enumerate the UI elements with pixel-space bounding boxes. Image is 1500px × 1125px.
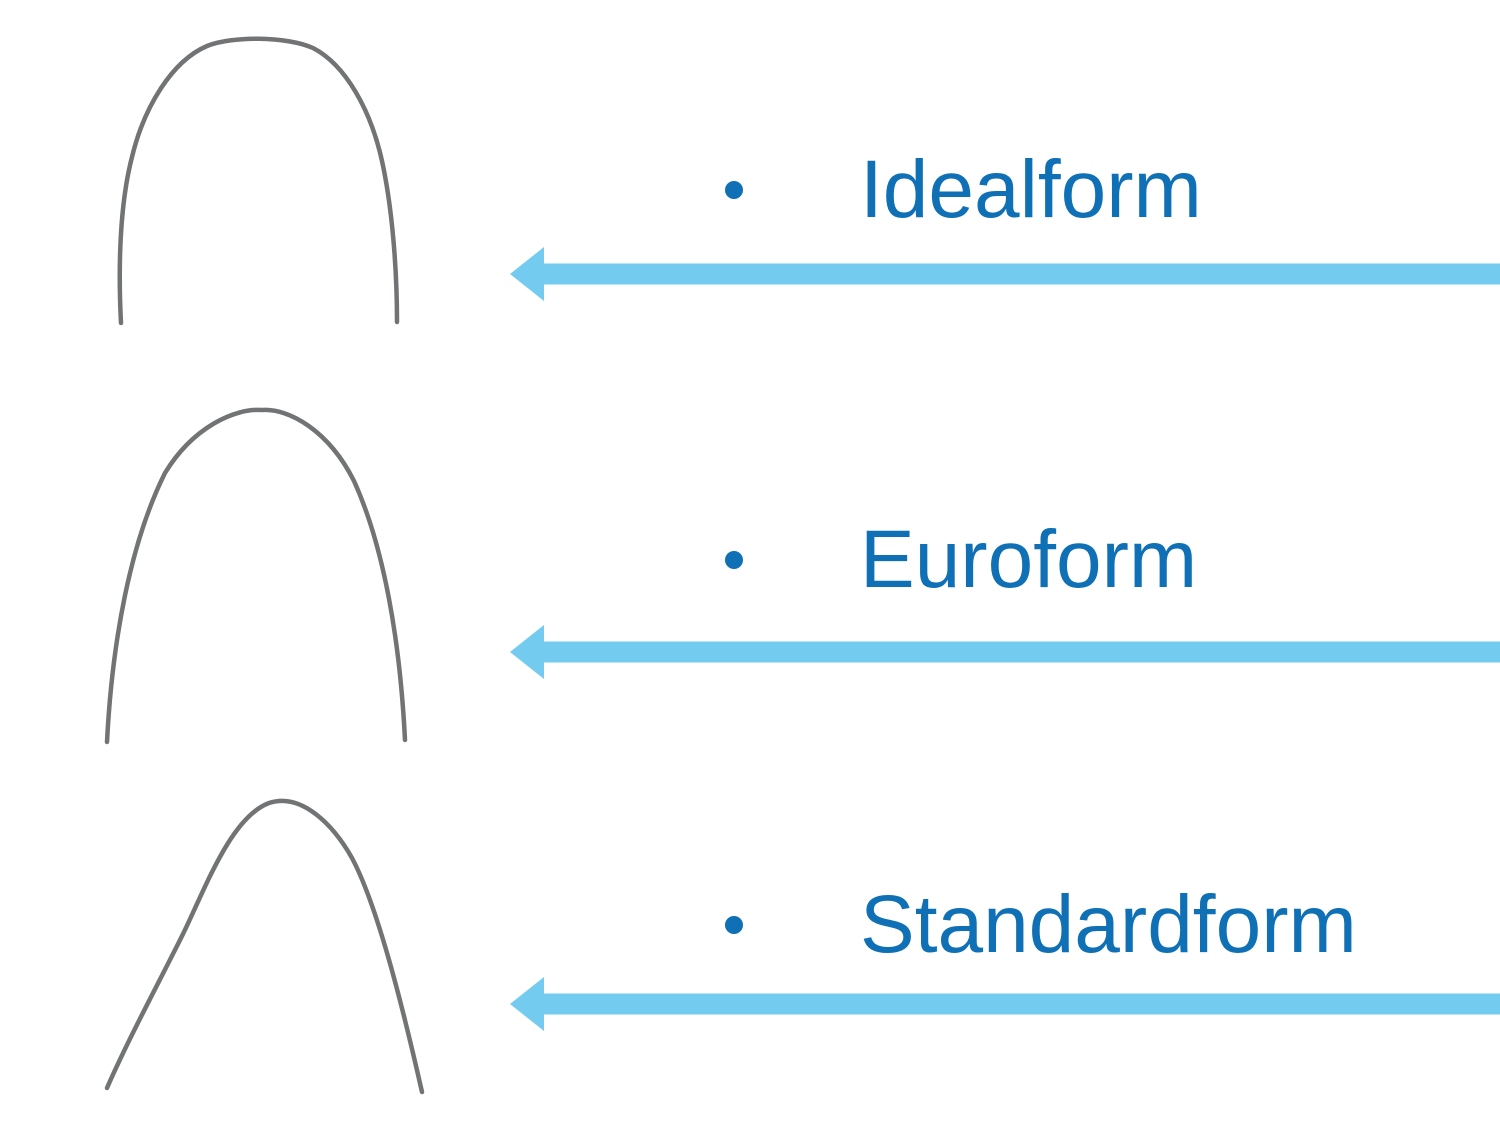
idealform-archwire-drawing [117, 36, 400, 326]
bullet-icon [725, 551, 743, 569]
item-label: Idealform [860, 144, 1202, 235]
item-label: Euroform [860, 514, 1198, 605]
list-item-euroform: Euroform [725, 519, 1197, 601]
list-item-standardform: Standardform [725, 884, 1357, 966]
standardform-archwire-drawing [104, 798, 425, 1095]
bullet-icon [725, 916, 743, 934]
euroform-archwire-drawing [104, 407, 408, 745]
item-label: Standardform [860, 879, 1357, 970]
euroform-left-arrow-icon [510, 625, 1500, 679]
idealform-left-arrow-icon [510, 247, 1500, 301]
standardform-left-arrow-icon [510, 977, 1500, 1031]
list-item-idealform: Idealform [725, 149, 1202, 231]
bullet-icon [725, 181, 743, 199]
